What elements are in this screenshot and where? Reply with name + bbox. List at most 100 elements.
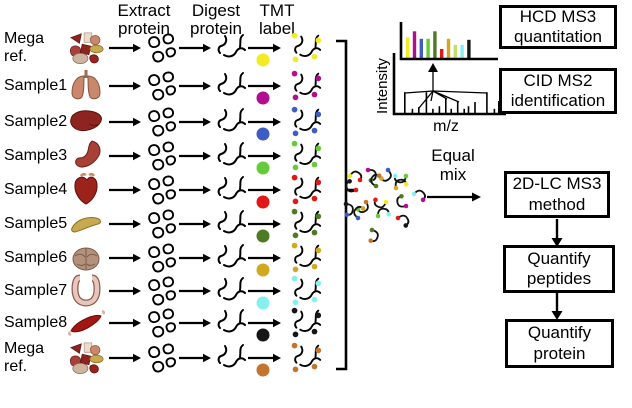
labeled-peptides-icon: [291, 307, 322, 338]
equal-mix-arrow-icon: [427, 192, 481, 202]
arrow-icon: [178, 317, 212, 329]
arrow-icon: [178, 184, 212, 196]
heart-icon: [74, 172, 98, 205]
cid-ms2-identification-box: CID MS2 identification: [499, 68, 617, 114]
labeled-peptides-icon: [291, 275, 322, 306]
header-extract-protein: Extract protein: [117, 1, 171, 39]
arrow-icon: [178, 285, 212, 297]
labeled-peptides-icon: [291, 140, 322, 171]
arrow-icon: [108, 285, 142, 297]
arrow-with-tmt-dot: [248, 353, 281, 377]
arrow-icon: [108, 80, 142, 92]
brain-icon: [72, 247, 100, 271]
protein-icon: [148, 343, 177, 373]
protein-icon: [148, 141, 177, 171]
peptides-icon: [217, 72, 246, 96]
grouping-bracket: [336, 39, 355, 371]
protein-icon: [148, 308, 177, 338]
peptides-icon: [217, 142, 246, 166]
arrow-icon: [108, 184, 142, 196]
arrow-icon: [178, 116, 212, 128]
protein-icon: [148, 71, 177, 101]
quantify-protein-box: Quantify protein: [505, 319, 614, 368]
arrow-icon: [108, 317, 142, 329]
row-label: Sample1: [4, 77, 68, 95]
workflow-row: Sample3: [4, 136, 324, 176]
workflow-row: Mega ref.: [4, 28, 324, 68]
arrow-icon: [108, 42, 142, 54]
protein-icon: [148, 209, 177, 239]
arrow-icon: [108, 218, 142, 230]
header-digest-protein: Digest protein: [190, 1, 242, 39]
peptides-icon: [217, 34, 246, 58]
liver-icon: [70, 110, 102, 132]
arrow-with-tmt-dot: [248, 253, 281, 277]
row-label: Sample7: [4, 282, 68, 300]
peptides-icon: [217, 244, 246, 268]
protein-icon: [148, 33, 177, 63]
arrow-icon: [108, 252, 142, 264]
row-label: Mega ref.: [4, 340, 45, 375]
hcd-ms3-quantitation-text: HCD MS3 quantitation: [514, 6, 602, 46]
arrow-with-tmt-dot: [248, 43, 281, 67]
tmt-dot: [256, 127, 270, 141]
peptides-icon: [217, 176, 246, 200]
tmt-dot: [256, 53, 270, 67]
labeled-peptides-icon: [291, 32, 322, 63]
equal-mix-label: Equal mix: [431, 146, 475, 185]
arrow-with-tmt-dot: [248, 318, 281, 342]
workflow-row: Sample8: [4, 303, 324, 343]
peptides-icon: [217, 108, 246, 132]
tmt-dot: [256, 328, 270, 342]
peptides-icon: [217, 210, 246, 234]
arrow-with-tmt-dot: [248, 117, 281, 141]
tmt-dot: [256, 161, 270, 175]
quantify-protein-text: Quantify protein: [527, 323, 592, 363]
row-label: Sample8: [4, 314, 68, 332]
labeled-peptides-icon: [291, 342, 322, 373]
multi-organ-icon: [69, 342, 104, 375]
muscle-icon: [67, 309, 106, 337]
header-tmt-label: TMT label: [259, 1, 295, 39]
protein-icon: [148, 243, 177, 273]
workflow-row: Sample4: [4, 170, 324, 210]
row-label: Sample6: [4, 249, 68, 267]
arrow-icon: [178, 218, 212, 230]
peptides-icon: [217, 344, 246, 368]
tmt-dot: [256, 263, 270, 277]
row-label: Sample3: [4, 147, 68, 165]
tmt-dot: [256, 296, 270, 310]
labeled-peptides-icon: [291, 208, 322, 239]
protein-icon: [148, 107, 177, 137]
row-label: Sample2: [4, 113, 68, 131]
arrow-icon: [178, 352, 212, 364]
arrow-icon: [108, 116, 142, 128]
tmt-dot: [256, 91, 270, 105]
mixed-peptides-cluster: [343, 167, 426, 243]
labeled-peptides-icon: [291, 174, 322, 205]
precursor-selection-fan: [404, 63, 488, 109]
tmt-dot: [256, 229, 270, 243]
row-label: Sample5: [4, 215, 68, 233]
2d-lc-ms3-method-text: 2D-LC MS3 method: [512, 174, 602, 214]
arrow-icon: [178, 42, 212, 54]
pancreas-icon: [71, 217, 101, 233]
intestine-icon: [71, 274, 101, 307]
tmt-dot: [256, 195, 270, 209]
workflow-row: Sample1: [4, 66, 324, 106]
arrow-icon: [178, 252, 212, 264]
labeled-peptides-icon: [291, 242, 322, 273]
lungs-icon: [71, 70, 101, 100]
labeled-peptides-icon: [291, 70, 322, 101]
arrow-with-tmt-dot: [248, 81, 281, 105]
protein-icon: [148, 175, 177, 205]
quantify-peptides-box: Quantify peptides: [503, 245, 615, 293]
workflow-row: Sample5: [4, 204, 324, 244]
arrow-icon: [108, 150, 142, 162]
arrow-with-tmt-dot: [248, 151, 281, 175]
workflow-row: Mega ref.: [4, 338, 324, 378]
workflow-row: Sample7: [4, 271, 324, 311]
row-label: Sample4: [4, 181, 68, 199]
2d-lc-ms3-method-box: 2D-LC MS3 method: [504, 171, 610, 218]
